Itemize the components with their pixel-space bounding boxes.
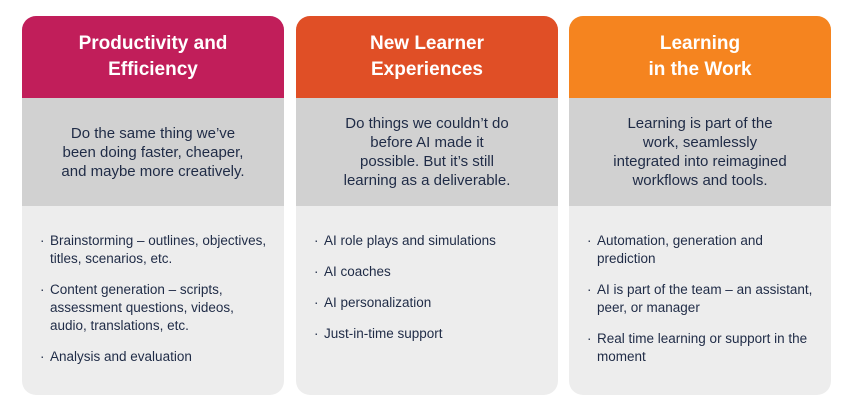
list-item: AI role plays and simulations [314, 232, 544, 250]
column-title: Productivity and Efficiency [22, 16, 284, 98]
column-new-learner: New Learner Experiences Do things we cou… [296, 16, 558, 395]
list-item: Analysis and evaluation [40, 348, 270, 366]
bullet-list: Automation, generation and prediction AI… [569, 206, 831, 366]
list-item: AI personalization [314, 294, 544, 312]
column-description: Do things we couldn’t do before AI made … [296, 98, 558, 206]
column-productivity: Productivity and Efficiency Do the same … [22, 16, 284, 395]
list-item: Brainstorming – outlines, objectives, ti… [40, 232, 270, 268]
bullet-list: Brainstorming – outlines, objectives, ti… [22, 206, 284, 366]
list-item: AI is part of the team – an assistant, p… [587, 281, 817, 317]
list-item: Automation, generation and prediction [587, 232, 817, 268]
list-item: Just-in-time support [314, 325, 544, 343]
list-item: AI coaches [314, 263, 544, 281]
column-description: Learning is part of the work, seamlessly… [569, 98, 831, 206]
column-title: New Learner Experiences [296, 16, 558, 98]
list-item: Real time learning or support in the mom… [587, 330, 817, 366]
column-title: Learning in the Work [569, 16, 831, 98]
bullet-list: AI role plays and simulations AI coaches… [296, 206, 558, 343]
list-item: Content generation – scripts, assessment… [40, 281, 270, 335]
column-description: Do the same thing we’ve been doing faste… [22, 98, 284, 206]
column-learning-in-work: Learning in the Work Learning is part of… [569, 16, 831, 395]
